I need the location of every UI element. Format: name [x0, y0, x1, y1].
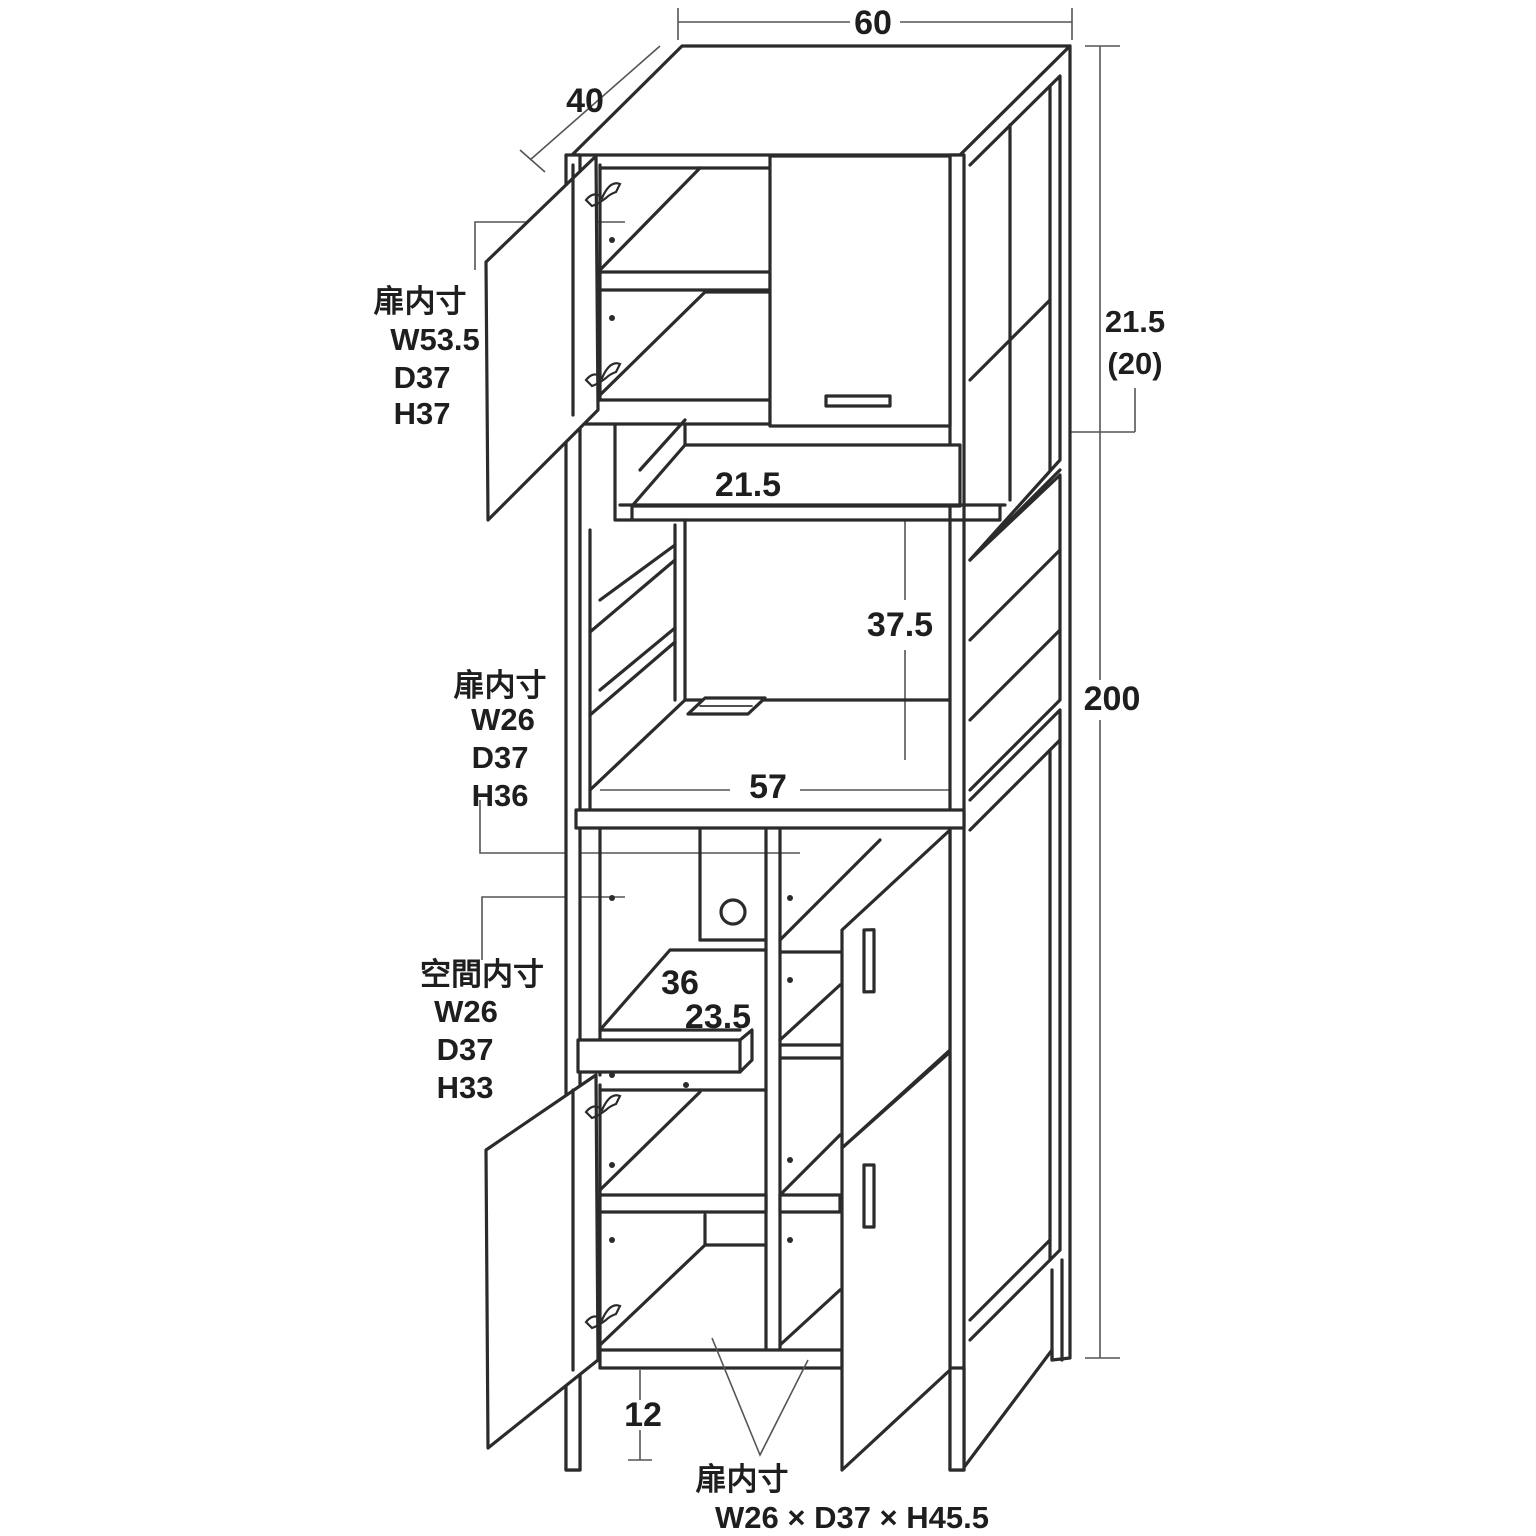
drawer-width-label: 23.5 — [685, 998, 751, 1036]
lower-door-annotation: 扉内寸 W26 × D37 × H45.5 — [696, 1462, 990, 1535]
lower-right-upper-door — [840, 828, 952, 1150]
cabinet-frame — [564, 44, 1072, 1472]
open-space-title: 空間内寸 — [420, 957, 544, 992]
width-label: 60 — [854, 4, 892, 42]
depth-label: 40 — [566, 82, 604, 120]
open-space-d: D37 — [437, 1032, 494, 1067]
open-space-annotation: 空間内寸 W26 D37 H33 — [420, 957, 544, 1105]
height-label: 200 — [1084, 680, 1141, 718]
open-space-w: W26 — [434, 994, 498, 1029]
open-space-h: H33 — [437, 1070, 494, 1105]
top-cabinet-height-alt-label: (20) — [1107, 346, 1162, 381]
lower-left-door — [484, 1073, 600, 1450]
lower-door-spec: W26 × D37 × H45.5 — [715, 1500, 989, 1535]
middle-door-annotation: 扉内寸 W26 D37 H36 — [454, 668, 547, 813]
upper-door-h: H37 — [394, 396, 451, 431]
middle-door-title: 扉内寸 — [454, 668, 547, 703]
upper-left-door — [484, 154, 600, 522]
top-cabinet-height-label: 21.5 — [1105, 304, 1165, 339]
middle-door-h: H36 — [472, 778, 529, 813]
middle-door-w: W26 — [471, 702, 535, 737]
lower-door-title: 扉内寸 — [696, 1462, 789, 1497]
microwave-height-label: 37.5 — [867, 606, 933, 644]
middle-door-d: D37 — [472, 740, 529, 775]
drawer-depth-label: 36 — [661, 964, 699, 1002]
open-shelf-clearance-label: 21.5 — [715, 466, 781, 504]
floor-clearance-label: 12 — [624, 1396, 662, 1434]
lower-right-lower-door — [840, 1050, 952, 1472]
floor-clearance-marker — [711, 1337, 809, 1457]
upper-door-annotation: 扉内寸 W53.5 D37 H37 — [374, 284, 480, 431]
doors — [484, 154, 952, 1472]
upper-door-w: W53.5 — [390, 322, 480, 357]
upper-door-title: 扉内寸 — [374, 284, 467, 319]
upper-door-d: D37 — [394, 360, 451, 395]
microwave-width-label: 57 — [749, 768, 787, 806]
hinges — [584, 182, 622, 1330]
dimension-labels: 60 40 200 21.5 (20) 21.5 37.5 57 36 23.5… — [566, 4, 1165, 1434]
